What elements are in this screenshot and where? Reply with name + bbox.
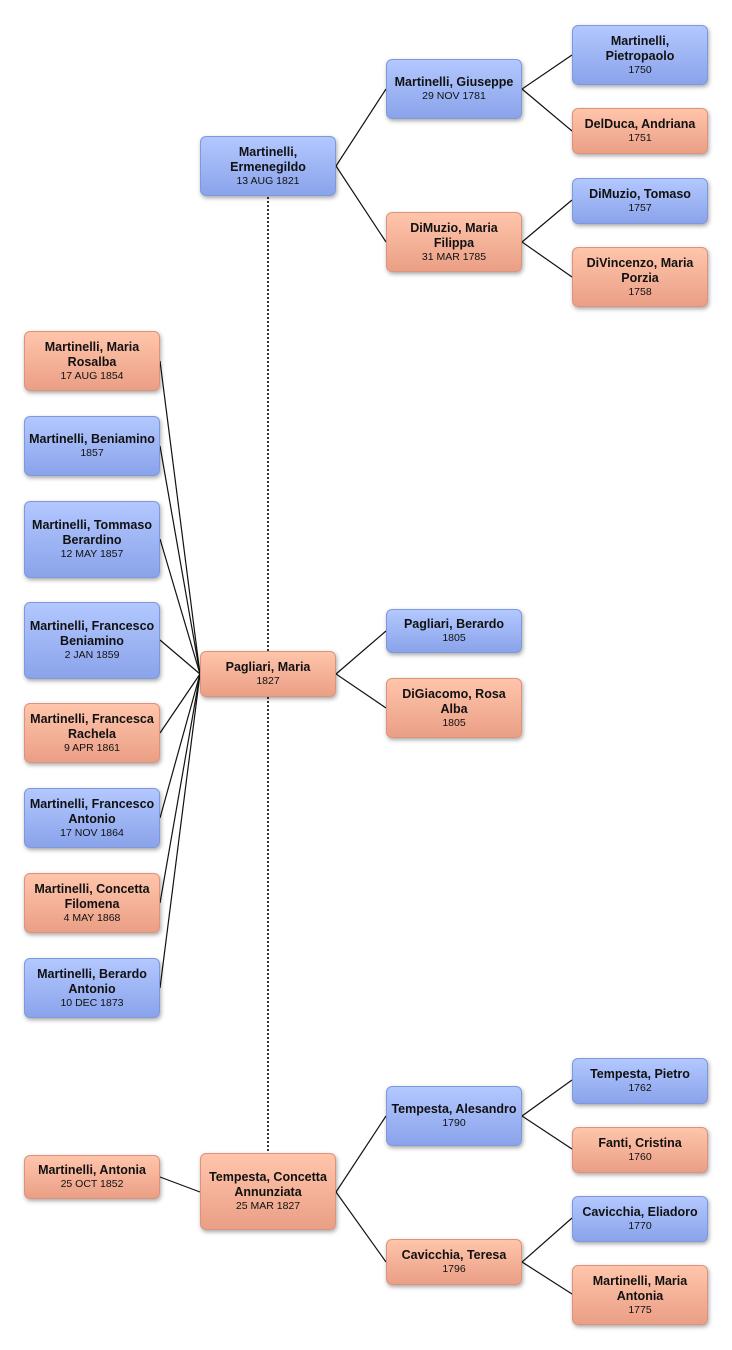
person-date: 10 DEC 1873: [60, 996, 124, 1009]
connector-child-francesca-rachela: [159, 673, 201, 734]
connector-ermenegildo-parents: [335, 88, 387, 243]
person-name: DiMuzio, Tomaso: [589, 187, 691, 201]
person-date: 2 JAN 1859: [64, 649, 120, 661]
person-name: Tempesta, Pietro: [590, 1067, 690, 1081]
person-name: Martinelli, Francesco Beniamino: [29, 619, 155, 648]
person-card-concetta-filomena[interactable]: Martinelli, Concetta Filomena 4 MAY 1868: [24, 873, 160, 933]
connector-teresa-parents: [521, 1217, 573, 1295]
person-card-teresa[interactable]: Cavicchia, Teresa 1796: [386, 1239, 522, 1285]
person-card-tommaso-berardino[interactable]: Martinelli, Tommaso Berardino 12 MAY 185…: [24, 501, 160, 578]
person-name: Cavicchia, Eliadoro: [582, 1205, 698, 1219]
person-date: 1760: [628, 1151, 652, 1163]
person-card-ermenegildo[interactable]: Martinelli, Ermenegildo 13 AUG 1821: [200, 136, 336, 196]
person-card-berardo-pagliari[interactable]: Pagliari, Berardo 1805: [386, 609, 522, 653]
person-name: Martinelli, Tommaso Berardino: [32, 518, 152, 547]
person-card-eliadoro[interactable]: Cavicchia, Eliadoro 1770: [572, 1196, 708, 1242]
person-card-maria-rosalba[interactable]: Martinelli, Maria Rosalba 17 AUG 1854: [24, 331, 160, 391]
person-date: 1805: [442, 632, 466, 644]
person-card-maria-pagliari[interactable]: Pagliari, Maria 1827: [200, 651, 336, 697]
person-name: Fanti, Cristina: [598, 1136, 682, 1150]
person-date: 4 MAY 1868: [63, 911, 121, 924]
person-date: 13 AUG 1821: [236, 174, 300, 187]
person-name: Martinelli, Maria Antonia: [592, 1273, 688, 1303]
person-date: 31 MAR 1785: [421, 250, 487, 263]
person-name: Martinelli, Beniamino: [29, 432, 155, 446]
person-name: Tempesta, Concetta Annunziata: [209, 1170, 327, 1199]
person-date: 1770: [628, 1220, 652, 1232]
connector-maria-filippa-parents: [521, 199, 573, 278]
person-name: Martinelli, Maria Rosalba: [44, 339, 140, 369]
person-date: 25 MAR 1827: [235, 1200, 301, 1212]
person-card-francesco-antonio[interactable]: Martinelli, Francesco Antonio 17 NOV 186…: [24, 788, 160, 848]
person-date: 1857: [80, 447, 104, 459]
person-name: DelDuca, Andriana: [584, 117, 696, 131]
person-card-cristina[interactable]: Fanti, Cristina 1760: [572, 1127, 708, 1173]
person-date: 1762: [628, 1082, 652, 1094]
person-card-berardo-antonio[interactable]: Martinelli, Berardo Antonio 10 DEC 1873: [24, 958, 160, 1018]
person-date: 1827: [256, 675, 280, 687]
person-card-francesca-rachela[interactable]: Martinelli, Francesca Rachela 9 APR 1861: [24, 703, 160, 763]
person-date: 1757: [628, 202, 652, 214]
person-name: DiGiacomo, Rosa Alba: [402, 686, 506, 716]
person-date: 29 NOV 1781: [422, 90, 486, 102]
person-date: 1790: [442, 1117, 466, 1129]
person-date: 25 OCT 1852: [60, 1178, 124, 1190]
person-name: Martinelli, Berardo Antonio: [37, 966, 147, 996]
connector-child-antonia: [159, 1176, 201, 1193]
person-card-alesandro[interactable]: Tempesta, Alesandro 1790: [386, 1086, 522, 1146]
person-date: 1751: [628, 132, 652, 144]
person-card-concetta-annunziata[interactable]: Tempesta, Concetta Annunziata 25 MAR 182…: [200, 1153, 336, 1230]
person-name: Tempesta, Alesandro: [391, 1102, 517, 1116]
person-name: Pagliari, Berardo: [403, 617, 505, 631]
person-card-tomaso[interactable]: DiMuzio, Tomaso 1757: [572, 178, 708, 224]
person-date: 17 NOV 1864: [60, 826, 124, 839]
person-card-rosa-alba[interactable]: DiGiacomo, Rosa Alba 1805: [386, 678, 522, 738]
connector-child-tommaso-berardino: [159, 538, 201, 675]
person-name: Cavicchia, Teresa: [401, 1248, 507, 1262]
person-date: 17 AUG 1854: [60, 369, 124, 382]
person-name: Martinelli, Giuseppe: [394, 75, 514, 89]
connector-concetta-parents: [335, 1115, 387, 1263]
person-date: 1750: [628, 63, 652, 76]
connector-child-concetta-filomena: [159, 673, 201, 904]
connector-giuseppe-parents: [521, 54, 573, 132]
person-card-pietropaolo[interactable]: Martinelli, Pietropaolo 1750: [572, 25, 708, 85]
connector-alesandro-parents: [520, 1079, 573, 1150]
person-name: Martinelli, Ermenegildo: [230, 144, 306, 174]
person-card-andriana[interactable]: DelDuca, Andriana 1751: [572, 108, 708, 154]
person-name: Martinelli, Francesca Rachela: [30, 711, 154, 741]
person-card-maria-porzia[interactable]: DiVincenzo, Maria Porzia 1758: [572, 247, 708, 307]
person-date: 1758: [628, 285, 652, 298]
person-card-francesco-beniamino[interactable]: Martinelli, Francesco Beniamino 2 JAN 18…: [24, 602, 160, 679]
connector-child-beniamino: [159, 445, 201, 675]
person-name: Martinelli, Concetta Filomena: [34, 881, 150, 911]
person-card-antonia[interactable]: Martinelli, Antonia 25 OCT 1852: [24, 1155, 160, 1199]
person-card-maria-filippa[interactable]: DiMuzio, Maria Filippa 31 MAR 1785: [386, 212, 522, 272]
connector-child-maria-rosalba: [159, 360, 201, 675]
person-card-giuseppe[interactable]: Martinelli, Giuseppe 29 NOV 1781: [386, 59, 522, 119]
person-name: Martinelli, Francesco Antonio: [29, 796, 155, 826]
connector-child-berardo-antonio: [159, 673, 201, 989]
connector-child-francesco-beniamino: [159, 639, 201, 675]
person-card-maria-antonia[interactable]: Martinelli, Maria Antonia 1775: [572, 1265, 708, 1325]
person-name: DiMuzio, Maria Filippa: [410, 220, 498, 250]
person-name: Pagliari, Maria: [225, 660, 311, 674]
person-date: 9 APR 1861: [63, 741, 121, 754]
person-name: DiVincenzo, Maria Porzia: [586, 255, 694, 285]
connector-pagliari-parents: [335, 630, 387, 709]
person-card-pietro[interactable]: Tempesta, Pietro 1762: [572, 1058, 708, 1104]
person-date: 1775: [628, 1303, 652, 1316]
person-date: 1796: [442, 1263, 466, 1275]
person-name: Martinelli, Antonia: [38, 1163, 146, 1177]
person-date: 12 MAY 1857: [60, 548, 124, 560]
person-date: 1805: [442, 716, 466, 729]
connector-child-francesco-antonio: [159, 673, 201, 819]
person-card-beniamino[interactable]: Martinelli, Beniamino 1857: [24, 416, 160, 476]
person-name: Martinelli, Pietropaolo: [605, 33, 675, 63]
